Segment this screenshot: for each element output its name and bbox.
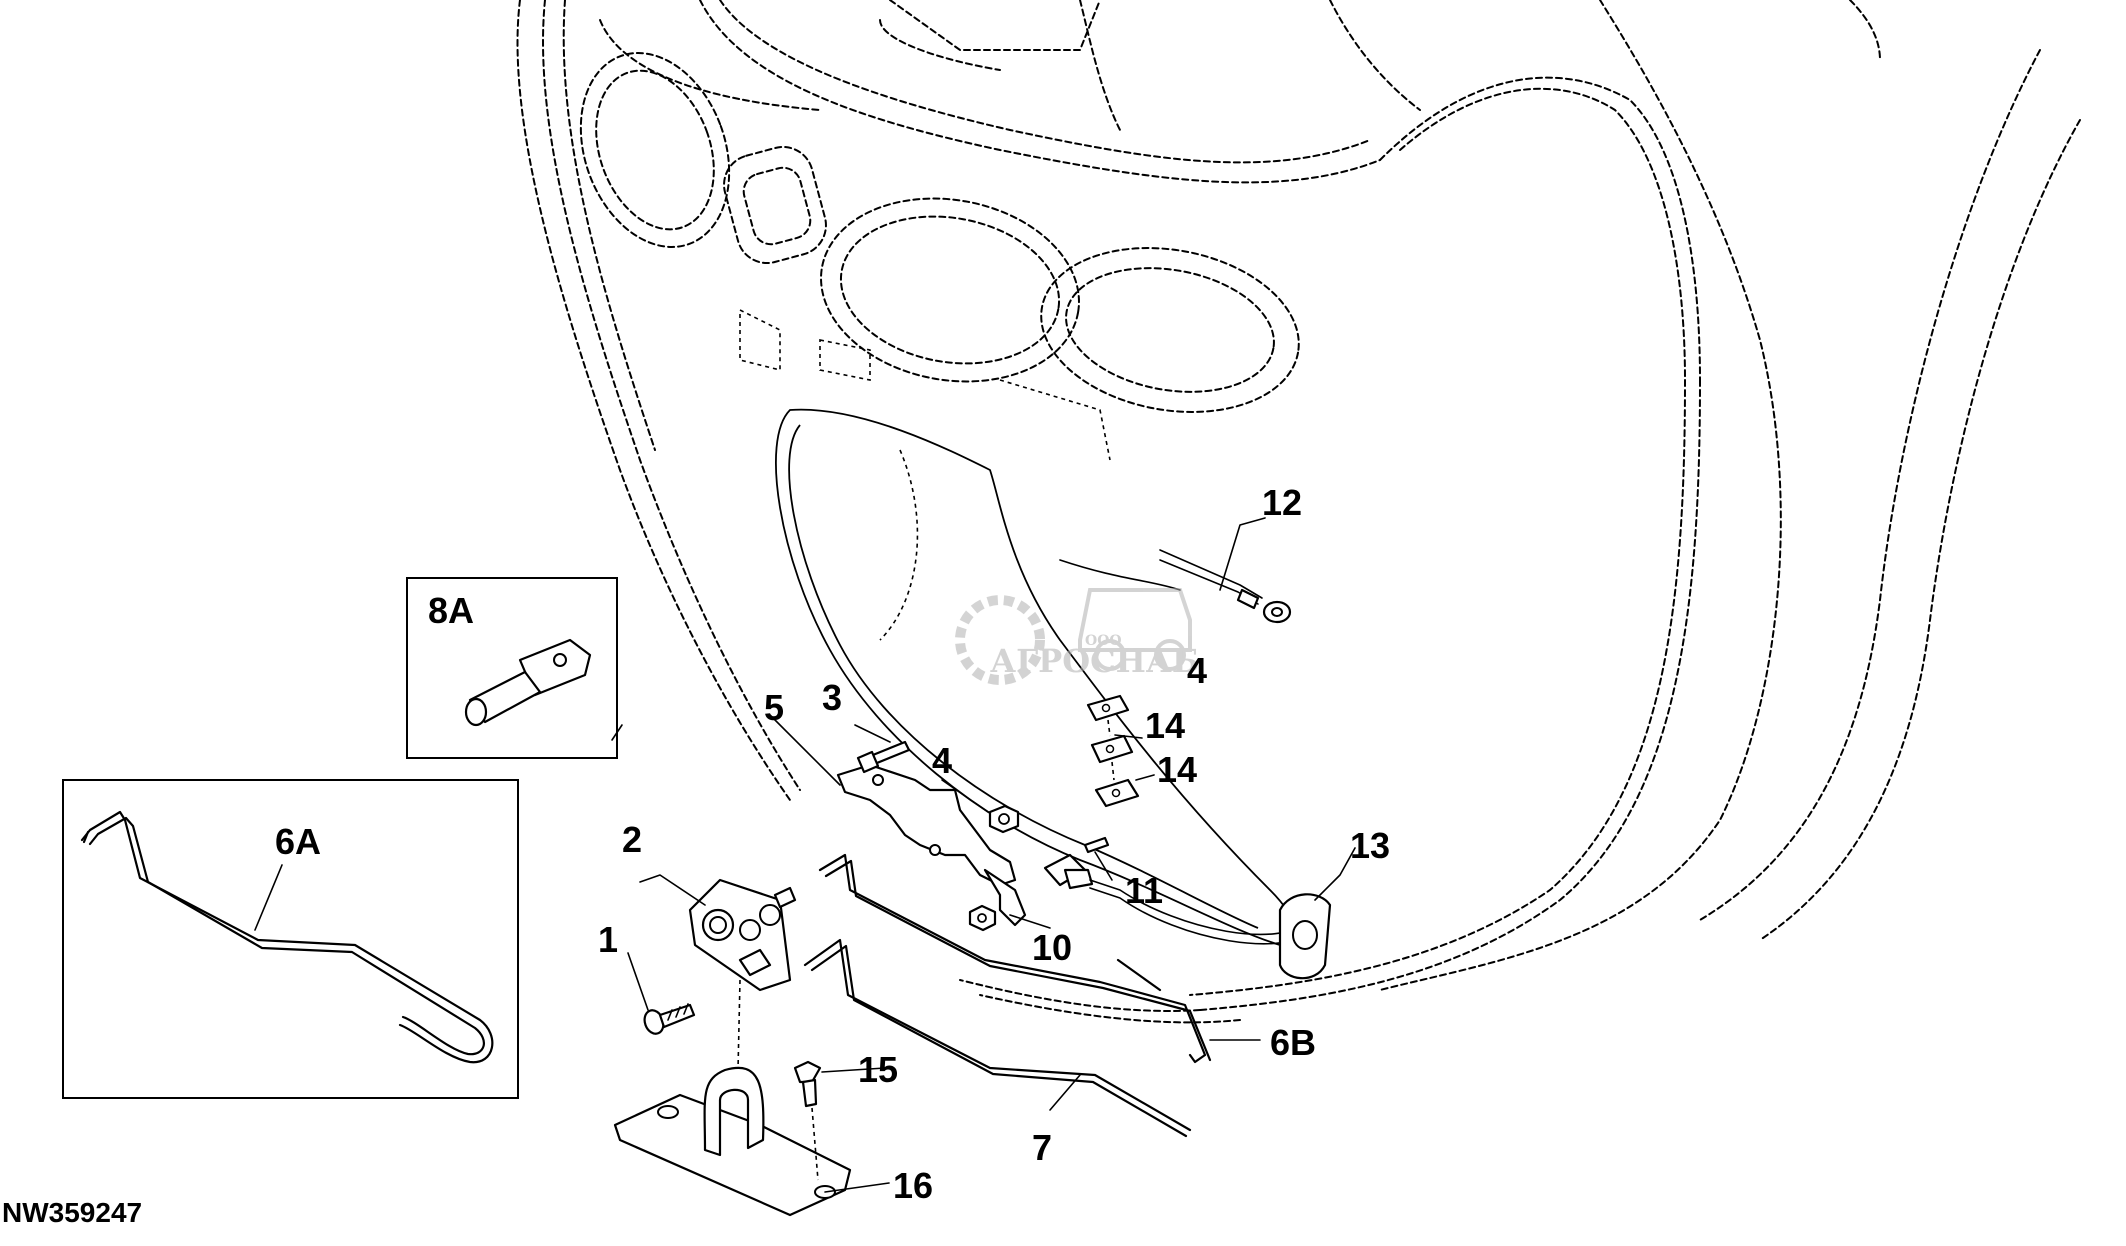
callout-14-a: 14 [1145, 705, 1185, 746]
screw-1 [643, 1003, 696, 1035]
nut-10 [968, 904, 997, 932]
callout-14-b: 14 [1157, 749, 1197, 790]
callout-8a: 8A [428, 590, 474, 631]
bolt-3 [856, 740, 911, 774]
callout-1: 1 [598, 919, 618, 960]
callout-12: 12 [1262, 482, 1302, 523]
callout-6a: 6A [275, 821, 321, 862]
bolt-15 [793, 1060, 822, 1181]
watermark-logo: ООО АГРОСНАБ [955, 588, 1199, 685]
callout-16: 16 [893, 1165, 933, 1206]
callout-13: 13 [1350, 825, 1390, 866]
callout-4-plate: 4 [1187, 650, 1207, 691]
headlight-openings [579, 52, 1300, 641]
alignment-line [737, 979, 741, 1071]
inset-6a [62, 779, 519, 1099]
leader-lines [254, 517, 1356, 1193]
grommet-13 [1278, 893, 1332, 980]
callout-10: 10 [1032, 927, 1072, 968]
nut-4 [988, 804, 1020, 834]
rod-7 [803, 938, 1192, 1138]
cable-12-end [1159, 549, 1292, 624]
callout-7: 7 [1032, 1127, 1052, 1168]
callout-labels: 1 2 3 4 4 5 6A 6B 7 8A 10 11 12 13 14 14… [275, 482, 1390, 1206]
callout-3: 3 [822, 677, 842, 718]
figure-id: NW359247 [2, 1197, 142, 1228]
latch-assembly-2 [688, 878, 797, 992]
callout-4-nut: 4 [932, 740, 952, 781]
hood-housing-outline [516, 0, 2081, 1024]
callout-2: 2 [622, 819, 642, 860]
plates-14 [1086, 694, 1140, 808]
callout-6b: 6B [1270, 1022, 1316, 1063]
callout-11: 11 [1125, 870, 1163, 911]
terminal-connector-part [464, 638, 592, 727]
watermark-small-text: ООО [1085, 633, 1122, 649]
latch-bracket-5 [836, 763, 1027, 927]
rod-6b [818, 853, 1212, 1064]
callout-15: 15 [858, 1049, 898, 1090]
watermark-main-text: АГРОСНАБ [990, 642, 1199, 680]
callout-5: 5 [764, 687, 784, 728]
inset-8a [406, 577, 618, 759]
striker-plate-16 [613, 1066, 852, 1217]
